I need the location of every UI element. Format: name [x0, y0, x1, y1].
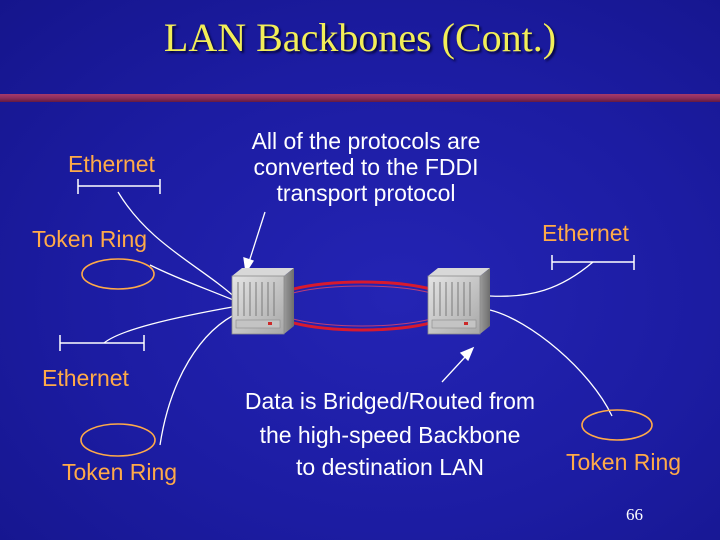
data-note-line-1: Data is Bridged/Routed from [244, 388, 536, 414]
protocol-note-line-1: All of the protocols are [251, 128, 481, 154]
label-token-ring-bottom-left: Token Ring [62, 459, 178, 485]
data-note-line-2: the high-speed Backbone [259, 422, 521, 448]
label-token-ring-right: Token Ring [566, 449, 682, 475]
label-token-ring-top-left: Token Ring [32, 226, 148, 252]
link-ethernet-top-left [117, 191, 239, 301]
arrow-protocol-note [248, 211, 266, 263]
slide-title: LAN Backbones (Cont.) [163, 15, 557, 60]
arrow-data-head [459, 346, 475, 362]
bus-segment-icon-right [551, 255, 635, 270]
bus-segment-icon-top-left [77, 179, 161, 194]
note-arrows [243, 211, 475, 383]
protocol-note-line-2: converted to the FDDI [253, 154, 479, 180]
link-ethernet-bottom-left [103, 305, 239, 344]
label-ethernet-right: Ethernet [542, 220, 629, 246]
link-token-ring-bottom-left [159, 311, 241, 446]
bus-segment-icon-bottom-left [59, 335, 145, 351]
server-rack-icon-right [427, 268, 490, 335]
server-rack-icon-left [231, 268, 294, 335]
page-number: 66 [626, 505, 643, 524]
link-token-ring-right [489, 309, 613, 417]
title-underline [0, 94, 720, 102]
label-ethernet-bottom-left: Ethernet [42, 365, 129, 391]
protocol-note-line-3: transport protocol [276, 180, 456, 206]
data-note-line-3: to destination LAN [296, 454, 484, 480]
label-ethernet-top-left: Ethernet [68, 151, 155, 177]
data-routing-note: Data is Bridged/Routed from the high-spe… [200, 390, 580, 486]
link-ethernet-right [489, 261, 594, 297]
fddi-backbone-ring-inner [270, 285, 454, 327]
link-token-ring-top-left [149, 264, 239, 303]
ring-icon-top-left [81, 258, 155, 290]
arrow-data-note [441, 355, 467, 383]
connection-lines [103, 191, 613, 446]
protocol-note: All of the protocols are converted to th… [216, 130, 516, 208]
ring-icon-right [581, 409, 653, 441]
ring-icon-bottom-left [80, 423, 156, 457]
